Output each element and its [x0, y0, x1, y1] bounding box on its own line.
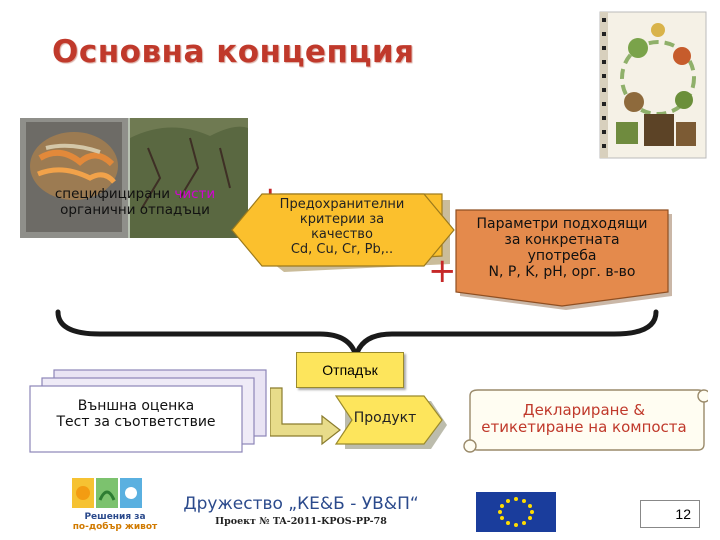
criteria-line2: критерии за	[299, 211, 385, 227]
compost-cycle-diagram	[599, 11, 707, 159]
photo-label-text: специфицирани	[54, 186, 175, 202]
criteria-arrow-shape	[231, 193, 455, 267]
organization-name: Дружество „КЕ&Б - УВ&П“	[183, 494, 419, 514]
parameters-box: Параметри подходящи за конкретната употр…	[458, 216, 666, 280]
criteria-line1: Предохранителни	[279, 197, 405, 212]
assessment-box: Външна оценка Тест за съответствие	[30, 398, 242, 430]
assessment-cards	[29, 369, 267, 453]
criteria-line3: качество	[311, 226, 373, 242]
product-label: Продукт	[353, 410, 417, 426]
logo-sun-icon	[72, 478, 142, 508]
criteria-line4: Cd, Cu, Cr, Pb,..	[290, 241, 394, 257]
declaration-scroll	[463, 389, 708, 453]
page-number: 12	[640, 500, 700, 528]
parameters-line1: Параметри подходящи	[476, 216, 648, 232]
highlight-word: чисти	[174, 186, 216, 202]
page-title: Основна концепция	[52, 34, 415, 70]
product-shape	[334, 395, 447, 449]
parameters-line2: за конкретната	[504, 232, 620, 249]
project-number: Проект № TA-2011-KPOS-PP-78	[215, 516, 387, 527]
declaration-box: Деклариране & етикетиране на компоста	[466, 401, 702, 437]
eu-flag-icon	[476, 492, 556, 532]
logo-text: Решения за по-добър живот	[60, 512, 170, 533]
bent-arrow-icon	[270, 387, 341, 446]
photo-label-line2: органични отпадъци	[60, 202, 210, 219]
assessment-line2: Тест за съответствие	[56, 414, 216, 431]
logo-text-line1: Решения за	[84, 512, 146, 522]
parameters-box-shape	[455, 209, 672, 310]
declaration-line1: Деклариране &	[522, 401, 646, 419]
waste-label: Отпадък	[296, 352, 404, 388]
plus-sign-2: +	[428, 251, 457, 291]
parameters-line4: N, P, K, pH, орг. в-во	[488, 264, 636, 281]
criteria-box: Предохранителни критерии за качество Cd,…	[262, 197, 422, 258]
logo-text-line2: по-добър живот	[72, 521, 158, 532]
compost-photo	[20, 118, 248, 238]
declaration-line2: етикетиране на компоста	[481, 418, 687, 437]
photo-label: специфицирани чисти органични отпадъци	[22, 186, 248, 218]
assessment-line1: Външна оценка	[77, 398, 195, 414]
parameters-line3: употреба	[527, 248, 597, 265]
